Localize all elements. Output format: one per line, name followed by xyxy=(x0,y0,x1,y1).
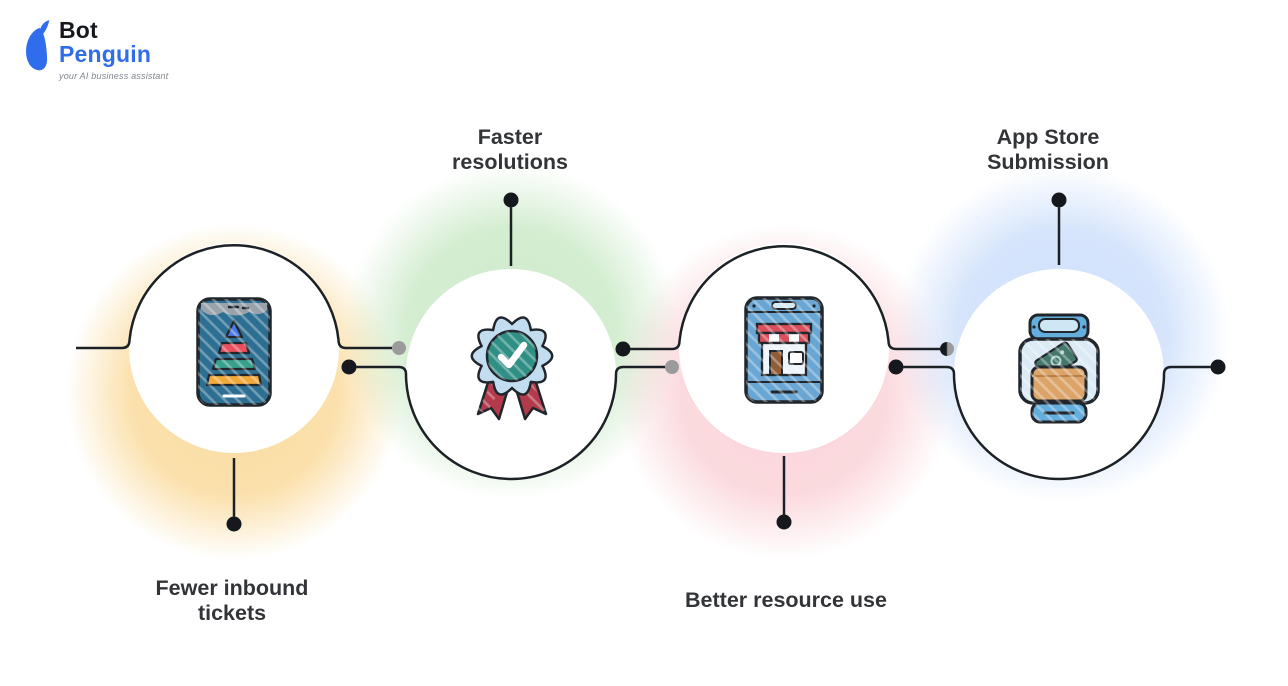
connector-dots xyxy=(226,192,1226,532)
connector-arc-node1 xyxy=(76,244,392,350)
penguin-icon xyxy=(26,20,50,71)
connector-arc-node4 xyxy=(903,365,1211,481)
award-badge-icon xyxy=(470,316,554,421)
app-store-phone-icon xyxy=(744,296,824,404)
connector-dot-black xyxy=(888,359,904,375)
brand-name-penguin: Penguin xyxy=(59,41,152,67)
connector-dot-black xyxy=(1210,359,1226,375)
checkmark-icon xyxy=(497,341,528,369)
connector-lines xyxy=(76,207,1211,517)
brand-name-bot: Bot xyxy=(59,17,98,43)
connector-arc-node2 xyxy=(356,365,665,481)
connector-dot-black xyxy=(341,359,357,375)
label-dot-node4 xyxy=(1051,192,1067,208)
node-label-better-resource-use: Better resource use xyxy=(685,588,887,612)
phone-funnel-icon xyxy=(196,297,272,407)
node-label-app-store-submission: App Store Submission xyxy=(987,125,1109,174)
label-dot-node3 xyxy=(776,514,792,530)
label-dot-node2 xyxy=(503,192,519,208)
connector-dot-two-tone xyxy=(940,342,954,356)
brand-tagline: your AI business assistant xyxy=(59,71,169,81)
node-label-fewer-inbound-tickets: Fewer inbound tickets xyxy=(155,576,309,625)
in-app-purchase-icon xyxy=(1018,313,1100,424)
connector-arc-node3 xyxy=(630,245,940,351)
label-dot-node1 xyxy=(226,516,242,532)
node-label-faster-resolutions: Faster resolutions xyxy=(452,125,568,174)
connector-dot-black xyxy=(615,341,631,357)
botpenguin-logo: Bot Penguin your AI business assistant xyxy=(18,18,168,81)
connector-dot-gray xyxy=(665,360,679,374)
connector-dot-gray xyxy=(392,341,406,355)
